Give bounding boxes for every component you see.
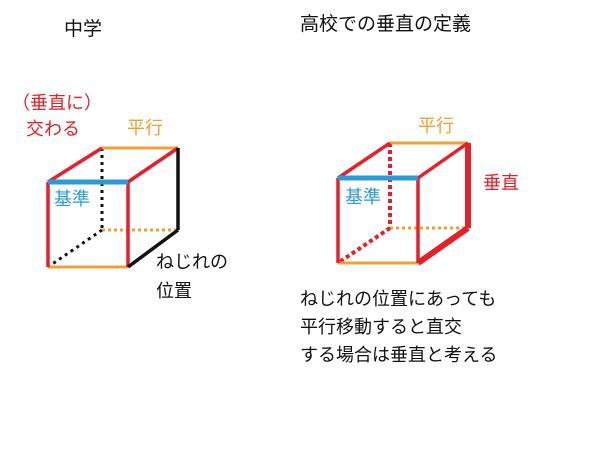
left-parallel-label: 平行 [127,118,163,139]
left-base-label: 基準 [54,189,90,210]
right-title: 高校での垂直の定義 [300,13,472,35]
left-bottom-right-edge [126,228,180,269]
right-base-label: 基準 [345,187,381,208]
left-skew-label-line1: ねじれの [156,252,228,273]
left-title: 中学 [64,18,103,40]
right-perpendicular-label: 垂直 [483,173,519,194]
left-top-right-edge [127,146,179,184]
right-top-left-edge [337,141,391,180]
right-note-line3: する場合は垂直と考える [300,345,498,366]
right-hidden-diagonal-edge [336,226,392,265]
left-skew-label-line2: 位置 [156,281,192,302]
left-cross-label-line1: （垂直に） [12,93,102,114]
right-note-line2: 平行移動すると直交 [300,317,462,338]
right-parallel-label: 平行 [418,116,454,137]
right-bottom-right-edge [416,225,470,266]
left-cross-label-line2: 交わる [26,119,80,140]
right-top-right-edge [416,141,470,180]
left-top-left-edge [47,146,103,184]
right-note-line1: ねじれの位置にあっても [300,289,497,310]
